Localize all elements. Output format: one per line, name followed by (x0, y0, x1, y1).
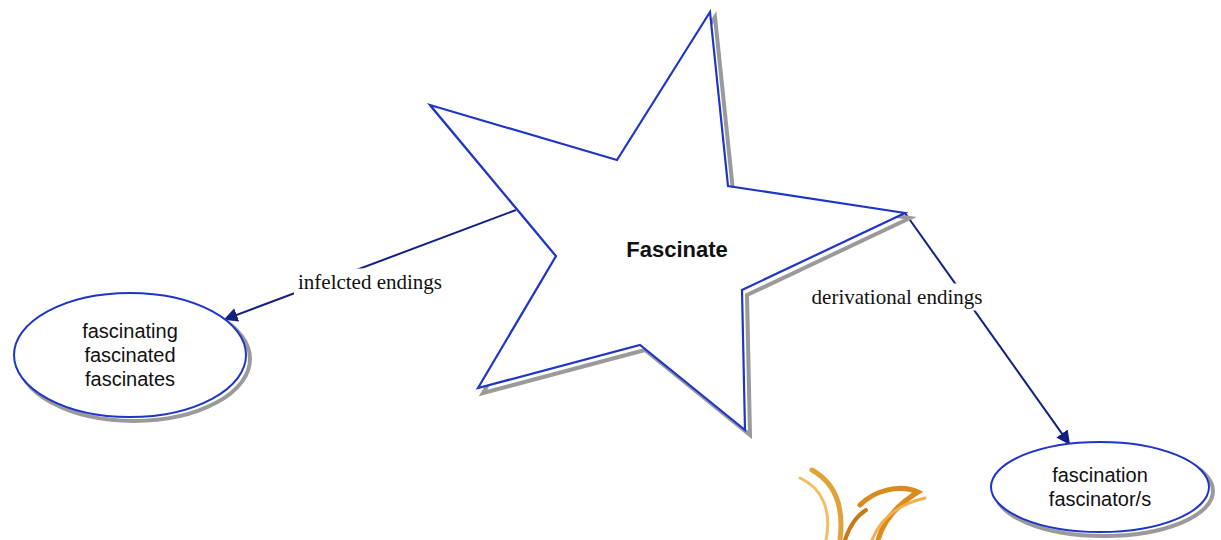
word-form: fascinating (82, 319, 178, 343)
arrow-connector (225, 210, 516, 319)
ellipse-text-group: fascinatingfascinatedfascinates (12, 291, 248, 419)
word-form: fascination (1052, 463, 1148, 487)
star-outline (425, 8, 915, 438)
edge-label: infelcted endings (294, 269, 446, 296)
word-ellipse: fascinationfascinator/s (989, 440, 1211, 534)
edge-label: derivational endings (808, 284, 987, 311)
star-shape: Fascinate (425, 8, 915, 438)
word-form: fascinator/s (1049, 487, 1151, 511)
word-ellipse: fascinatingfascinatedfascinates (12, 291, 248, 419)
ellipse-text-group: fascinationfascinator/s (989, 440, 1211, 534)
arrow-connector (905, 213, 1069, 444)
word-form: fascinated (84, 343, 175, 367)
ellipse-outline (989, 440, 1211, 534)
word-form: fascinates (85, 367, 175, 391)
root-word: Fascinate (626, 237, 728, 263)
